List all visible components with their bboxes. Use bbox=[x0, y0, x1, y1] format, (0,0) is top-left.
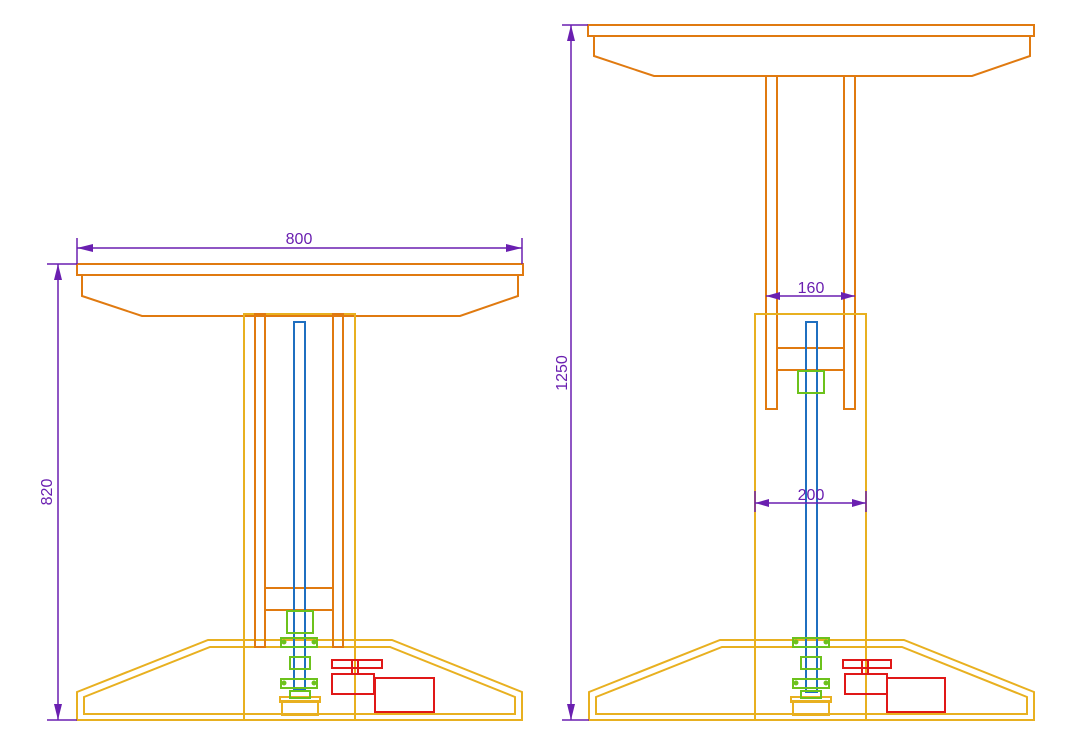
left-width-dimension: 800 bbox=[76, 231, 523, 264]
left-width-label: 800 bbox=[286, 231, 313, 248]
right-lead-screw bbox=[805, 321, 818, 693]
left-table-top bbox=[76, 263, 524, 317]
right-base-housing bbox=[588, 313, 1035, 721]
left-motor bbox=[331, 659, 435, 713]
left-inner-column bbox=[254, 313, 344, 648]
right-housing-width-label: 200 bbox=[798, 487, 825, 504]
right-view-extended: 1250 160 200 bbox=[554, 24, 1035, 721]
right-table-top bbox=[587, 24, 1035, 77]
left-height-label: 820 bbox=[39, 479, 56, 506]
left-height-dimension: 820 bbox=[39, 263, 77, 721]
right-housing-width-dimension: 200 bbox=[754, 487, 867, 512]
right-height-label: 1250 bbox=[554, 355, 571, 391]
right-nut-assembly bbox=[792, 370, 830, 699]
left-nut-assembly bbox=[280, 610, 318, 699]
right-column-width-dimension: 160 bbox=[766, 280, 855, 300]
right-inner-column bbox=[765, 75, 856, 410]
left-base-housing bbox=[76, 313, 523, 721]
right-height-dimension: 1250 bbox=[554, 24, 589, 721]
left-view-retracted: 800 820 bbox=[39, 231, 524, 721]
right-motor bbox=[842, 659, 946, 713]
right-column-width-label: 160 bbox=[798, 280, 825, 297]
